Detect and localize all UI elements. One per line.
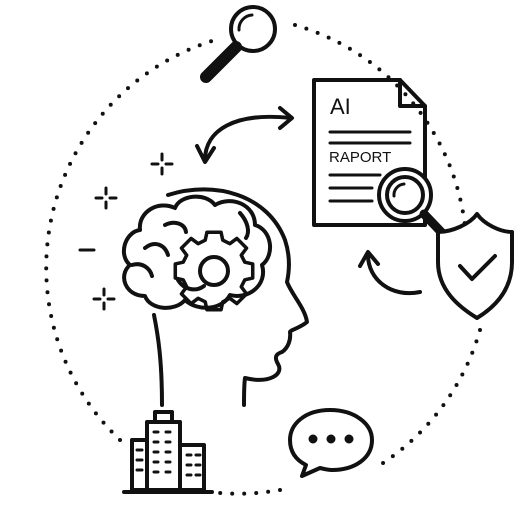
report-document-icon: AI RAPORT xyxy=(312,78,427,227)
report-subtitle: RAPORT xyxy=(329,149,391,166)
curved-arrow-icon xyxy=(195,106,294,164)
magnifier-icon xyxy=(377,167,450,241)
shield-check-icon xyxy=(436,212,514,320)
curved-arrow-icon xyxy=(358,250,422,296)
report-title: AI xyxy=(330,94,351,119)
chat-bubble-icon xyxy=(288,408,374,478)
human-head-icon xyxy=(152,187,309,407)
magnifier-icon xyxy=(200,5,277,83)
sparkle-icon xyxy=(78,152,174,311)
brain-icon xyxy=(121,194,272,310)
dotted-circle xyxy=(44,23,482,496)
gear-icon xyxy=(173,230,255,312)
office-building-icon xyxy=(122,410,214,494)
